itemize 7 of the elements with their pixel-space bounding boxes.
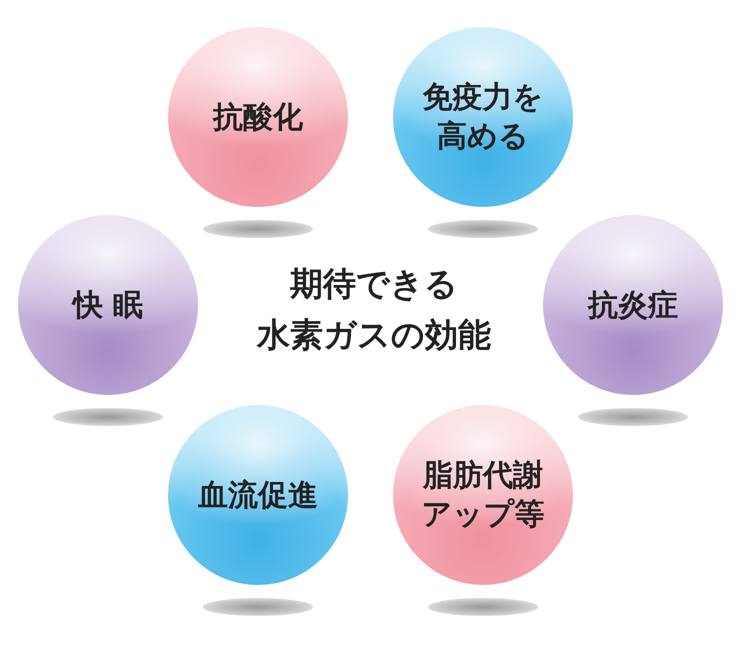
center-title: 期待できる水素ガスの効能 [255,263,492,356]
node-label: 免疫力を高める [422,79,544,156]
node-label: 血流促進 [197,476,319,514]
node-label: 快 眠 [70,286,144,324]
node-label: 脂肪代謝アップ等 [420,457,546,534]
node-label: 抗炎症 [586,286,679,324]
node-label: 抗酸化 [211,98,304,136]
